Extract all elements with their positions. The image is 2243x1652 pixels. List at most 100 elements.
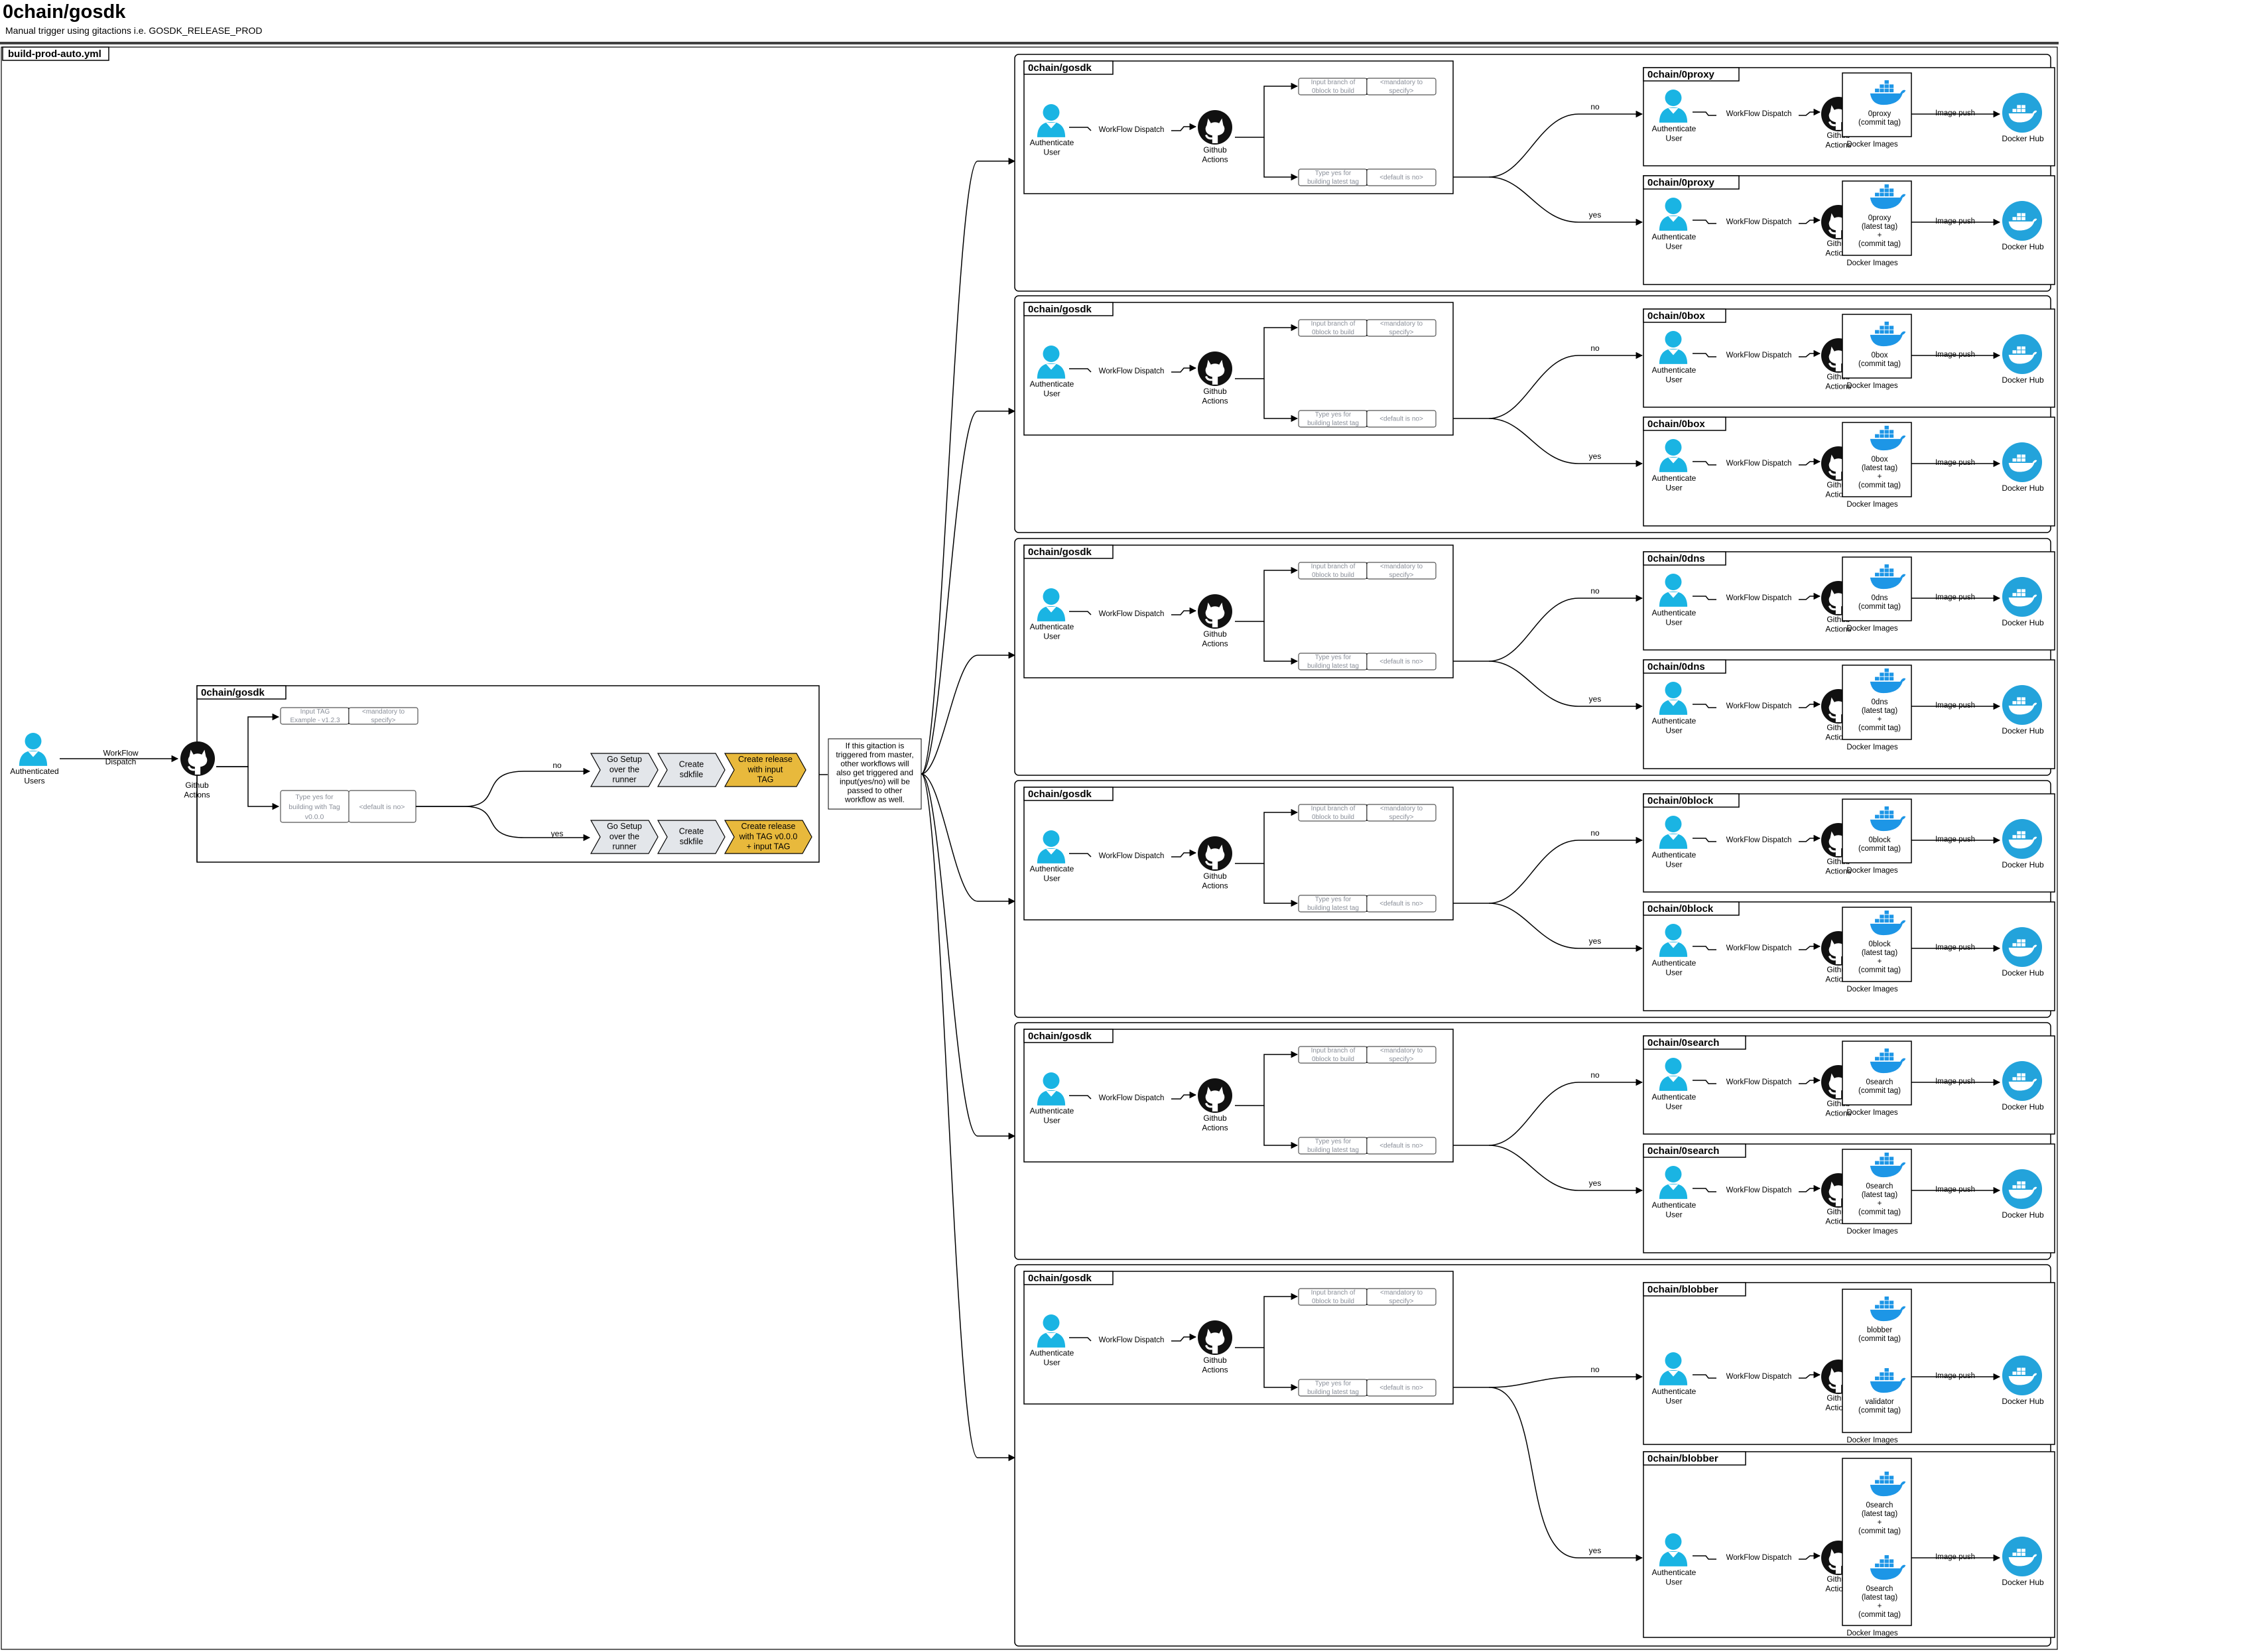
step-release-no-chevron [724, 753, 806, 787]
group-3-yes-dispatch-label: WorkFlow Dispatch [1726, 944, 1792, 952]
group-0-no-image-label-0-line: 0proxy [1868, 110, 1891, 118]
group-3-no-image-label-0-line: (commit tag) [1858, 845, 1901, 853]
step-go-setup-yes-chevron [590, 820, 659, 854]
yes-input-field-text-line: Type yes for [295, 793, 334, 801]
group-3-gosdk-title: 0chain/gosdk [1028, 789, 1092, 800]
group-2-branch-input-value [1366, 562, 1437, 580]
group-2-no-repo-tab [1643, 551, 1726, 566]
step-go-setup-no-label-line: Go Setup [607, 755, 642, 764]
group-2-no-docker-hub-icon [2002, 576, 2043, 617]
group-0-dispatch-edge [1171, 123, 1197, 131]
group-4-no-label: no [1590, 1070, 1600, 1080]
group-blobber-no-docker-images-label: Docker Images [1846, 1436, 1898, 1444]
group-1-yes-dispatch-edge [1799, 458, 1821, 466]
group-3-to-field2 [1263, 863, 1299, 907]
group-2-yes-repo-title: 0chain/0dns [1647, 661, 1705, 672]
dispatch-edge-label-line: Dispatch [105, 757, 137, 767]
group-0-yes-user-label-line: Authenticate [1652, 232, 1697, 241]
group-2-user-label-line: Authenticate [1030, 622, 1074, 631]
group-2-dispatch-label: WorkFlow Dispatch [1099, 610, 1165, 618]
group-1-github-label-line: Actions [1202, 396, 1228, 405]
group-4-no-dispatch-edge [1799, 1076, 1821, 1084]
group-4-no-images-box [1842, 1041, 1912, 1106]
group-2-to-field1 [1235, 566, 1299, 622]
group-blobber-no-docker-hub-label: Docker Hub [2002, 1397, 2044, 1406]
group-0-to-field2 [1263, 137, 1299, 181]
group-3-yes-user-edge [1693, 946, 1716, 950]
group-3-yes-docker-images-label: Docker Images [1846, 985, 1898, 993]
group-1-github-icon [1198, 351, 1232, 386]
group-0-no-images-box [1842, 72, 1912, 137]
group-2-no-dispatch-label: WorkFlow Dispatch [1726, 594, 1792, 602]
group-blobber-no-label: no [1590, 1365, 1600, 1374]
group-3-no-dispatch-edge [1799, 834, 1821, 842]
branch-no-label: no [552, 761, 562, 770]
note-text-line: triggered from master, [836, 750, 913, 759]
group-3-user-edge [1069, 853, 1092, 858]
main-gosdk-tab [196, 685, 287, 700]
group-2-yes-docker-hub-icon [2002, 684, 2043, 726]
group-2-yes-image-label-0-line: (commit tag) [1858, 724, 1901, 732]
group-1-yes-edge [1488, 418, 1643, 468]
group-1-no-docker-hub-label: Docker Hub [2002, 375, 2044, 385]
diagram-layer: build-prod-auto.yml0chain/gosdkAuthentic… [0, 42, 2059, 1650]
group-3-gosdk-tab [1023, 787, 1114, 801]
group-2-no-image-label-0-line: (commit tag) [1858, 603, 1901, 611]
step-go-setup-no-chevron [590, 753, 659, 787]
group-blobber-yes-image-label-1-line: (commit tag) [1858, 1611, 1901, 1619]
group-blobber-yes-image-label-1-line: (latest tag) [1862, 1594, 1897, 1602]
note-text-line: other workflows will [840, 759, 909, 769]
page-title: 0chain/gosdk [3, 1, 126, 23]
group-2-latest-input-field-text-line: building latest tag [1307, 663, 1359, 670]
group-3-no-docker-images-label: Docker Images [1846, 867, 1898, 875]
step-release-yes-chevron [724, 820, 812, 854]
group-1-no-dispatch-label: WorkFlow Dispatch [1726, 351, 1792, 359]
group-2-branch-input-field-text-line: Input branch of [1311, 563, 1356, 570]
group-4-branch-input-value [1366, 1046, 1437, 1064]
group-3-no-image-push-label: Image push [1935, 836, 1975, 844]
step-release-yes-label-line: + input TAG [747, 842, 791, 852]
group-2-yes-image-label-0-line: + [1878, 716, 1882, 724]
workflow-file-tab [2, 46, 109, 61]
group-blobber-github-icon [1198, 1320, 1232, 1355]
group-blobber-latest-input-value-text: <default is no> [1379, 1385, 1423, 1392]
group-blobber-latest-input-value [1366, 1379, 1437, 1397]
fanout-edge-4 [921, 773, 1016, 1140]
group-3-yes-repo-title: 0chain/0block [1647, 903, 1714, 915]
tag-input-field-text-line: Input TAG [300, 708, 330, 716]
group-0-yes-user-edge [1693, 220, 1716, 224]
group-1-yes-label: yes [1589, 452, 1602, 461]
group-2-yes-docker-hub-label: Docker Hub [2002, 726, 2044, 735]
gh-to-yes-input [216, 766, 280, 810]
group-blobber-yes-image-push-label: Image push [1935, 1553, 1975, 1561]
fanout-edge-0 [921, 157, 1016, 775]
group-0-github-icon [1198, 110, 1232, 145]
group-3-latest-input-value-text: <default is no> [1379, 901, 1423, 908]
group-1-no-github-label-line: Actions [1825, 381, 1851, 391]
group-blobber-latest-input-field-text-line: building latest tag [1307, 1389, 1359, 1396]
group-1-user-label-line: User [1043, 389, 1060, 398]
group-4-latest-input-field-text-line: Type yes for [1315, 1138, 1352, 1145]
group-blobber-gosdk-tab [1023, 1271, 1114, 1285]
fanout-edge-3 [921, 773, 1016, 905]
note-text-line: passed to other [848, 786, 903, 795]
group-0-no-docker-hub-label: Docker Hub [2002, 134, 2044, 143]
group-4-user-label-line: User [1043, 1115, 1060, 1125]
group-1-latest-input-field-text-line: Type yes for [1315, 411, 1352, 418]
group-2-no-dispatch-edge [1799, 592, 1821, 600]
group-0-no-image-label-0-line: (commit tag) [1858, 119, 1901, 127]
group-1-branch-input-value [1366, 319, 1437, 337]
step-sdkfile-no-chevron [657, 753, 726, 787]
group-3-branch-input-field-text-line: 0block to build [1312, 814, 1354, 821]
group-4-to-field1 [1235, 1050, 1299, 1106]
group-4-yes-docker-hub-label: Docker Hub [2002, 1210, 2044, 1220]
group-3-no-docker-hub-label: Docker Hub [2002, 860, 2044, 869]
group-3-dispatch-label: WorkFlow Dispatch [1099, 852, 1165, 860]
authenticated-users-label-line: Authenticated [10, 767, 58, 776]
group-0-user-label-line: Authenticate [1030, 138, 1074, 147]
group-3-no-image-label-0-line: 0block [1868, 836, 1890, 844]
group-3-branch-input-field-text-line: Input branch of [1311, 805, 1356, 812]
group-2-yes-label: yes [1589, 694, 1602, 704]
note-text-line: input(yes/no) will be [840, 777, 910, 787]
